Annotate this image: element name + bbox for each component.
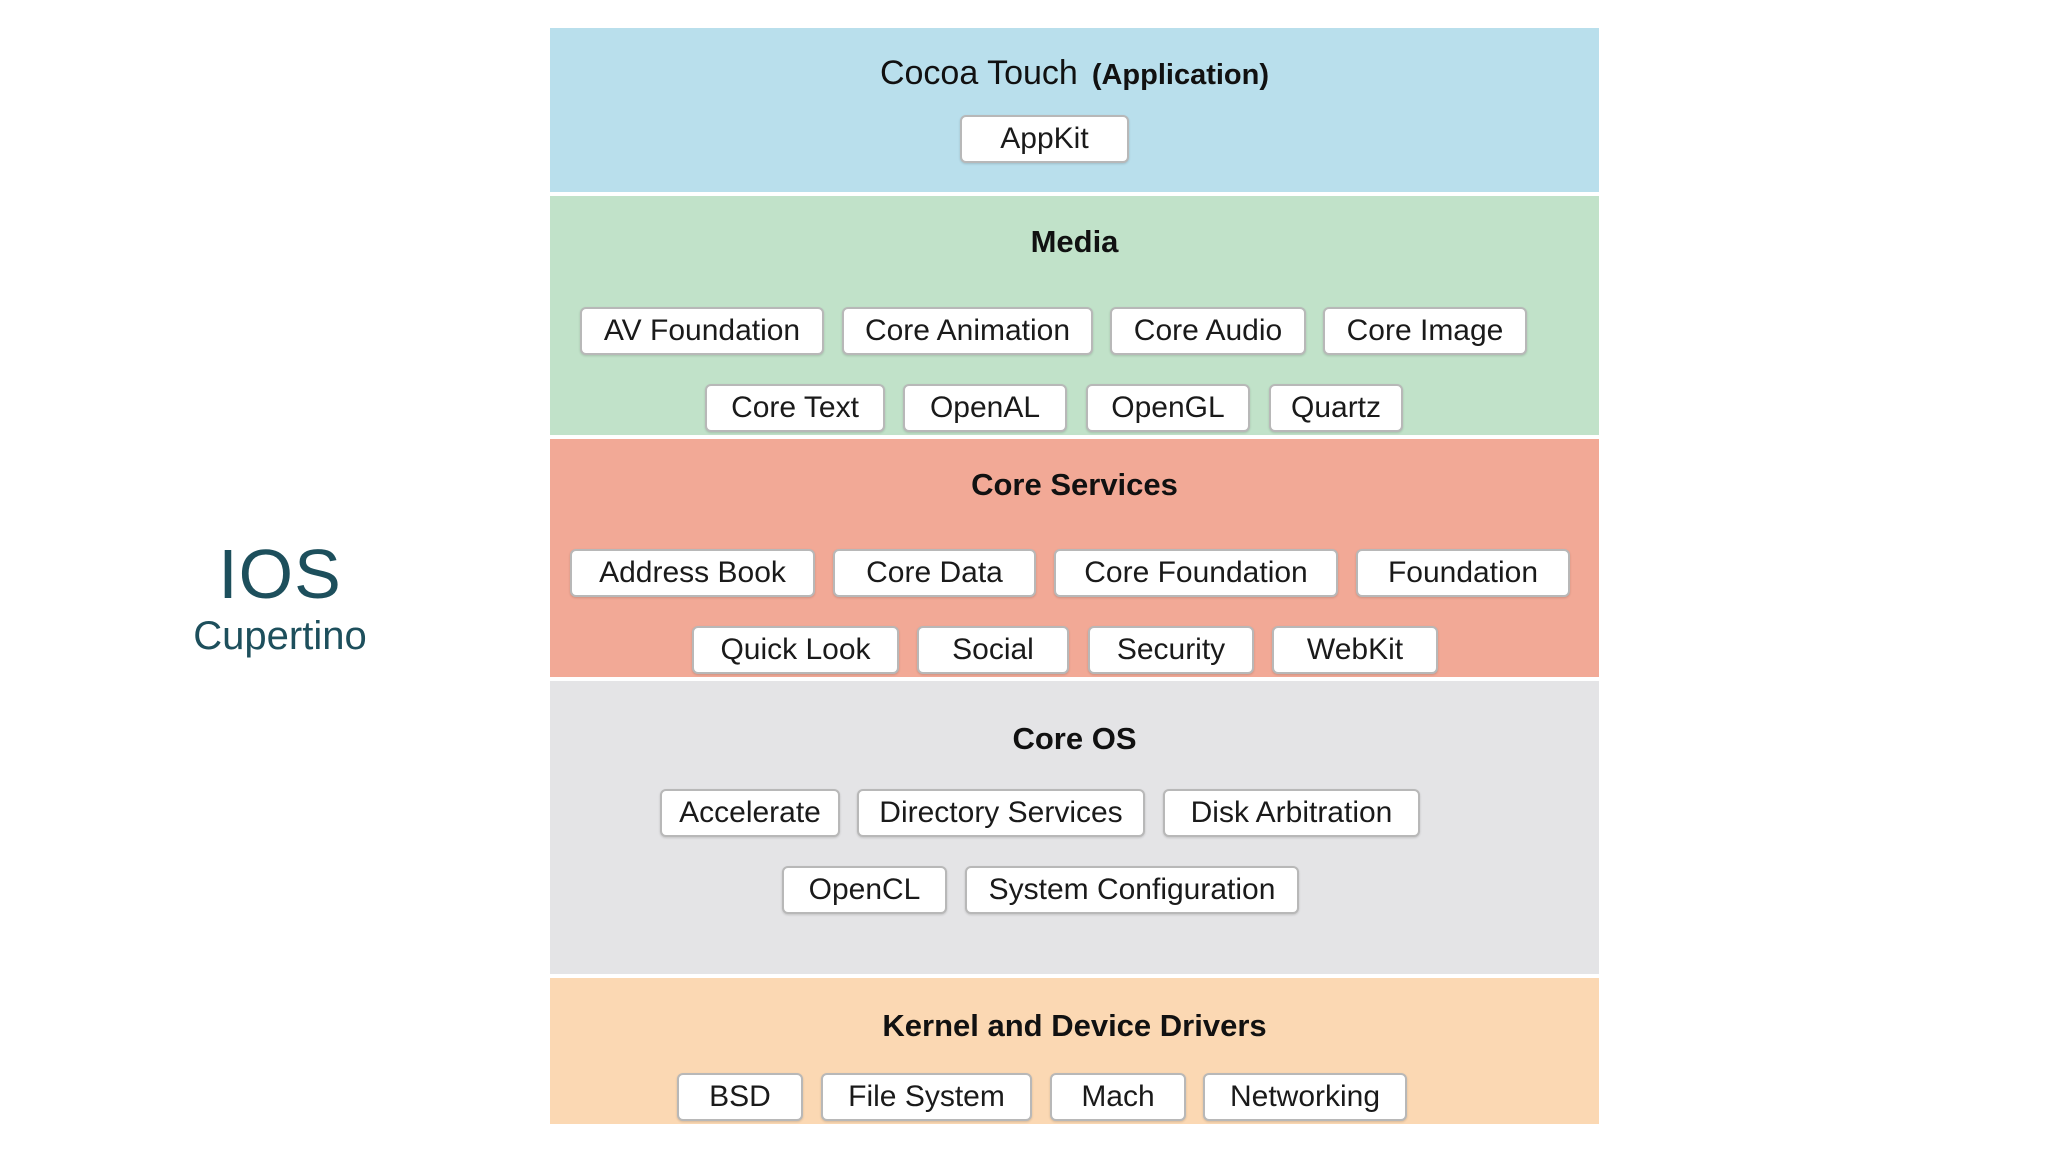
framework-core-text: Core Text	[705, 384, 885, 432]
layer-media: Media AV Foundation Core Animation Core …	[550, 196, 1599, 435]
framework-core-data: Core Data	[833, 549, 1036, 597]
layer-kernel-drivers: Kernel and Device Drivers BSD File Syste…	[550, 978, 1599, 1124]
layer-title-kernel: Kernel and Device Drivers	[882, 1008, 1267, 1043]
framework-disk-arbitration: Disk Arbitration	[1163, 789, 1420, 837]
layer-title-cocoa-touch: Cocoa Touch (Application)	[550, 54, 1599, 93]
framework-file-system: File System	[821, 1073, 1032, 1121]
framework-opencl: OpenCL	[782, 866, 947, 914]
layer-core-services: Core Services Address Book Core Data Cor…	[550, 439, 1599, 677]
framework-bsd: BSD	[677, 1073, 803, 1121]
framework-core-foundation: Core Foundation	[1054, 549, 1338, 597]
framework-networking: Networking	[1203, 1073, 1407, 1121]
framework-core-audio: Core Audio	[1110, 307, 1306, 355]
framework-appkit: AppKit	[960, 115, 1129, 163]
framework-security: Security	[1088, 626, 1254, 674]
framework-core-animation: Core Animation	[842, 307, 1093, 355]
framework-mach: Mach	[1050, 1073, 1186, 1121]
architecture-diagram: Cocoa Touch (Application) AppKit Media AV…	[550, 28, 1599, 1124]
framework-opengl: OpenGL	[1086, 384, 1250, 432]
framework-foundation: Foundation	[1356, 549, 1570, 597]
framework-directory-services: Directory Services	[857, 789, 1145, 837]
framework-openal: OpenAL	[903, 384, 1067, 432]
framework-quick-look: Quick Look	[692, 626, 899, 674]
framework-system-configuration: System Configuration	[965, 866, 1299, 914]
framework-accelerate: Accelerate	[660, 789, 840, 837]
framework-address-book: Address Book	[570, 549, 815, 597]
side-title-block: IOS Cupertino	[150, 535, 410, 659]
framework-social: Social	[917, 626, 1069, 674]
layer-core-os: Core OS Accelerate Directory Services Di…	[550, 681, 1599, 974]
layer-title-media: Media	[1030, 224, 1119, 259]
os-title: IOS	[218, 535, 342, 613]
cocoa-touch-subtitle: (Application)	[1091, 59, 1270, 91]
framework-av-foundation: AV Foundation	[580, 307, 824, 355]
framework-core-image: Core Image	[1323, 307, 1527, 355]
os-subtitle: Cupertino	[193, 614, 367, 658]
cocoa-touch-title: Cocoa Touch	[879, 54, 1078, 92]
layer-title-core-services: Core Services	[971, 467, 1178, 502]
layer-cocoa-touch: Cocoa Touch (Application) AppKit	[550, 28, 1599, 192]
layer-title-core-os: Core OS	[1012, 721, 1137, 756]
framework-quartz: Quartz	[1269, 384, 1403, 432]
framework-webkit: WebKit	[1272, 626, 1438, 674]
